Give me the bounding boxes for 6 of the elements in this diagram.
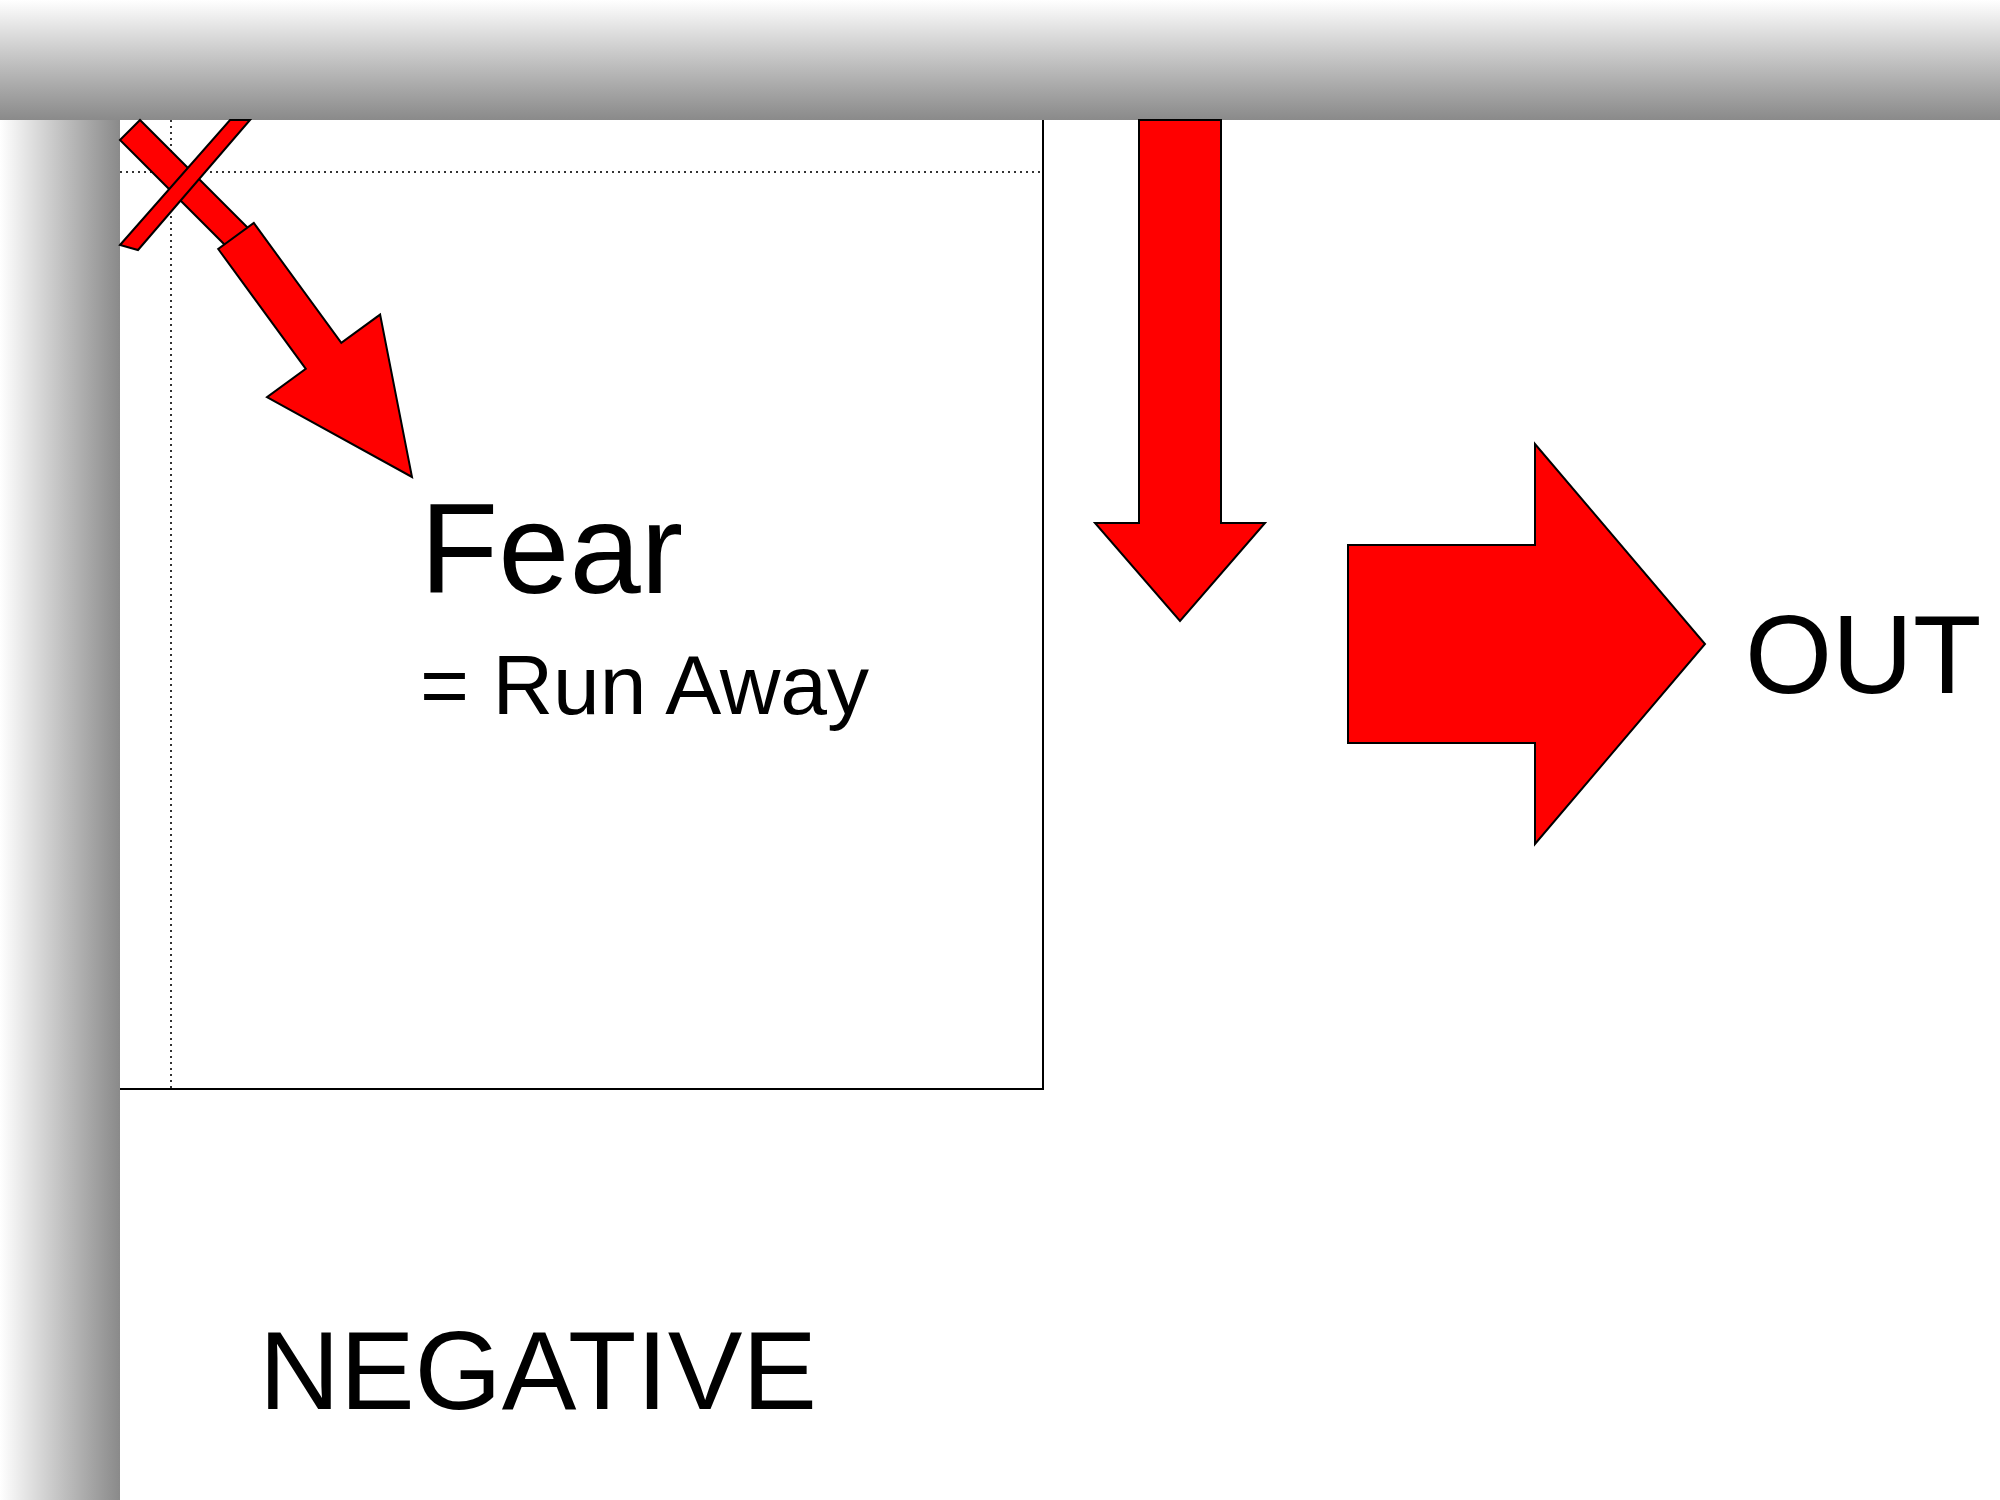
block-arrow [1347,441,1707,847]
block-arrow [216,221,414,479]
outcome-text: OUT [1745,590,1982,720]
quadrant-title: Fear [420,485,684,613]
axis-label: NEGATIVE [259,1315,818,1427]
cross-mark [120,120,250,250]
